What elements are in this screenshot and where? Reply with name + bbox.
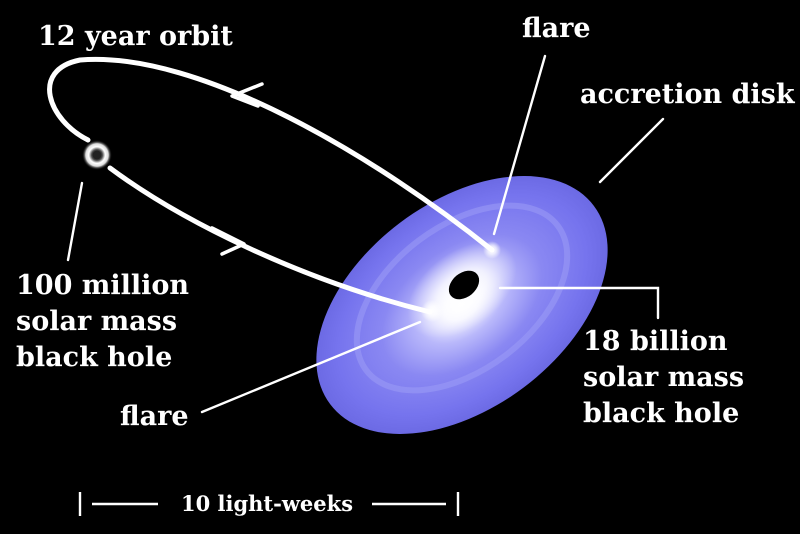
label-orbit: 12 year orbit <box>38 21 233 52</box>
label-small-bh-line3: black hole <box>16 342 172 373</box>
flare-glow-bottom <box>421 300 443 322</box>
label-large-bh-line1: 18 billion <box>583 326 728 357</box>
small-black-hole-core <box>92 150 102 160</box>
orbit-direction-arrow-lower <box>210 226 246 256</box>
orbit-direction-arrow-upper <box>230 82 264 108</box>
orbit-path <box>47 56 495 315</box>
leader-accretion-disk <box>598 117 665 184</box>
large-black-hole-core <box>448 270 480 300</box>
label-small-bh-line2: solar mass <box>16 306 177 337</box>
leader-flare-bottom <box>200 320 422 414</box>
small-black-hole <box>82 140 112 170</box>
leader-large-black-hole <box>498 286 660 320</box>
label-small-bh-line1: 100 million <box>16 270 189 301</box>
flare-glow-top <box>483 241 501 259</box>
scale-bar: 10 light-weeks <box>78 491 460 516</box>
scale-bar-label: 10 light-weeks <box>181 491 353 516</box>
leader-flare-top <box>492 54 547 236</box>
label-accretion-disk: accretion disk <box>580 79 796 110</box>
large-black-hole <box>448 270 480 300</box>
label-large-bh-line3: black hole <box>583 398 739 429</box>
accretion-disk-ring <box>353 202 571 394</box>
label-flare-top: flare <box>522 13 591 44</box>
label-flare-bottom: flare <box>120 401 189 432</box>
label-large-bh-line2: solar mass <box>583 362 744 393</box>
leader-small-black-hole <box>66 181 84 262</box>
orbit-upper-arc <box>47 56 495 253</box>
accretion-disk <box>316 176 608 434</box>
orbit-lower-arc <box>107 165 433 315</box>
